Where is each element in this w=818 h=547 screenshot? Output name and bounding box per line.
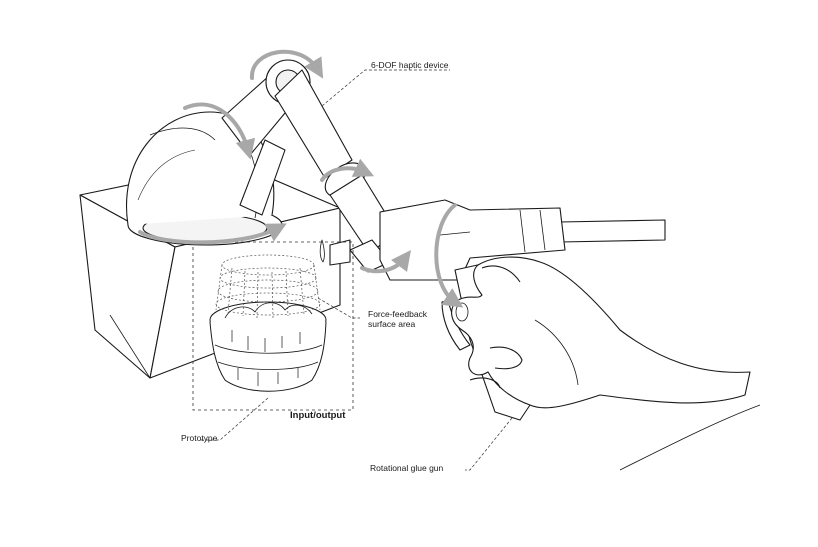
device-dome [126, 111, 283, 246]
leader-prototype [200, 397, 269, 441]
label-force-feedback-line1: Force-feedback [368, 309, 428, 319]
rotation-arrow-shoulder [249, 49, 324, 80]
hand [451, 256, 761, 471]
rotation-arrows [138, 49, 464, 308]
rotation-arrow-forearm [360, 250, 412, 274]
label-glue-gun: Rotational glue gun [370, 463, 444, 473]
rotation-arrow-dome [183, 102, 256, 160]
label-prototype: Prototype [181, 433, 218, 443]
label-input-output: Input/output [290, 410, 346, 421]
rotation-arrow-gun [434, 203, 464, 308]
input-output-frame [192, 241, 354, 411]
label-force-feedback: Force-feedback surface area [368, 309, 428, 330]
label-haptic-device: 6-DOF haptic device [371, 60, 449, 70]
leader-gun [465, 417, 513, 471]
label-force-feedback-line2: surface area [368, 318, 416, 329]
leader-haptic [321, 69, 450, 107]
prototype-shape [209, 239, 327, 392]
rotation-arrow-wrist [320, 158, 375, 182]
force-feedback-cylinder [215, 254, 321, 319]
leader-lines [200, 69, 513, 471]
rotation-arrow-base [138, 223, 287, 245]
